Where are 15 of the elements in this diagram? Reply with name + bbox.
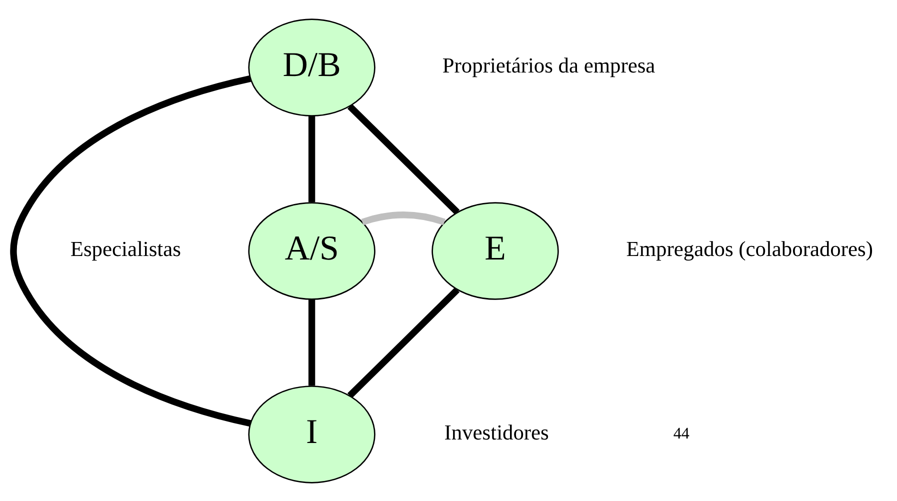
connector (361, 211, 446, 225)
connector (10, 74, 252, 426)
node-label: Investidores (444, 420, 549, 444)
node-label: Proprietários da empresa (442, 53, 656, 78)
node-ellipse: E (432, 202, 559, 300)
node-ellipse: D/B (248, 18, 376, 116)
connector (308, 115, 316, 202)
node-label: Especialistas (70, 236, 181, 261)
node-label: Empregados (colaboradores) (626, 236, 873, 261)
connector (347, 103, 460, 214)
node-ellipse: A/S (248, 202, 376, 300)
connector (347, 286, 460, 398)
label: 44 (673, 425, 690, 442)
node-ellipse: I (248, 385, 376, 483)
connector (308, 298, 316, 386)
